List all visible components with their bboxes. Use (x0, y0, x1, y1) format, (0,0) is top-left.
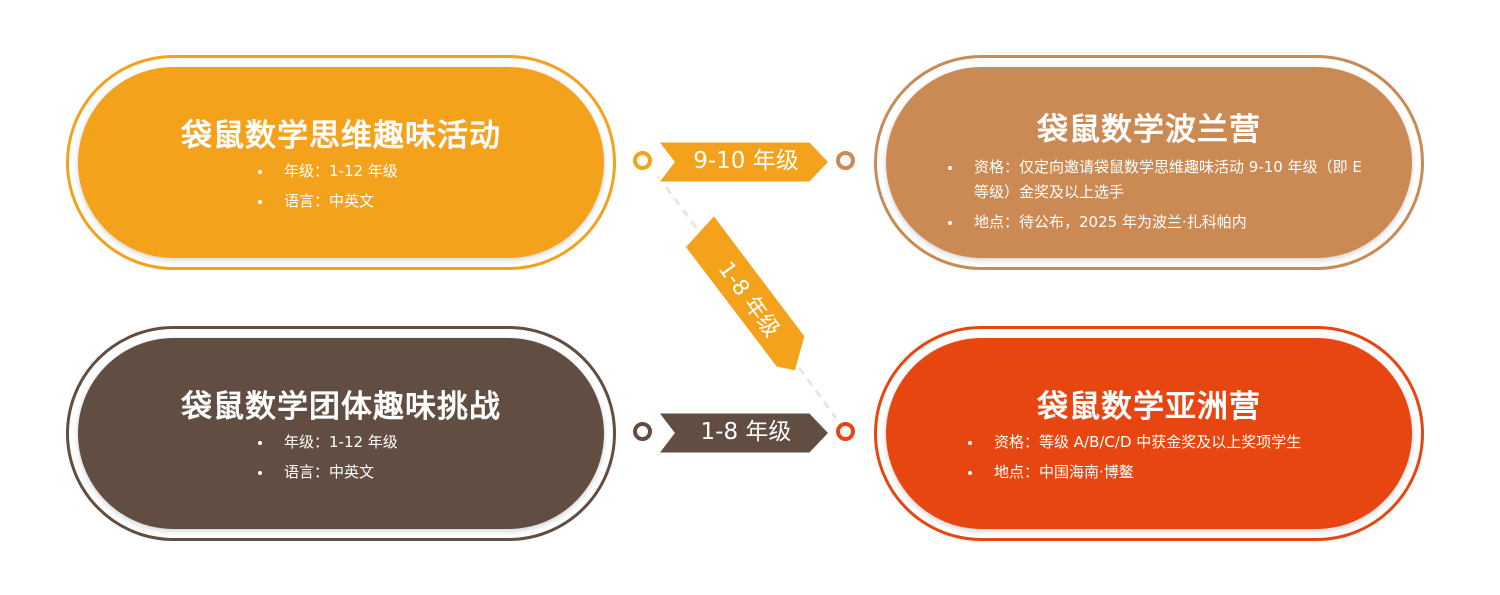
list-item: 地点：中国海南·博鳌 (966, 460, 1386, 485)
card-details: 资格：仅定向邀请袋鼠数学思维趣味活动 9-10 年级（即 E 等级）金奖及以上选… (946, 155, 1366, 240)
card-title: 袋鼠数学思维趣味活动 (181, 118, 501, 154)
list-item: 地点：待公布，2025 年为波兰·扎科帕内 (946, 210, 1366, 235)
top-right-connector-dot (836, 151, 855, 170)
top-arrow-shape (653, 139, 833, 185)
card-asia-camp: 袋鼠数学亚洲营 资格：等级 A/B/C/D 中获金奖及以上奖项学生 地点：中国海… (874, 326, 1424, 541)
card-title: 袋鼠数学团体趣味挑战 (181, 389, 501, 425)
list-item: 语言：中英文 (256, 189, 576, 214)
card-asia-camp-body: 袋鼠数学亚洲营 资格：等级 A/B/C/D 中获金奖及以上奖项学生 地点：中国海… (886, 338, 1412, 529)
diagonal-arrow-shape (682, 211, 808, 374)
card-fun-activity: 袋鼠数学思维趣味活动 年级：1-12 年级 语言：中英文 (66, 55, 616, 270)
card-poland-camp: 袋鼠数学波兰营 资格：仅定向邀请袋鼠数学思维趣味活动 9-10 年级（即 E 等… (874, 55, 1424, 270)
list-item: 资格：仅定向邀请袋鼠数学思维趣味活动 9-10 年级（即 E 等级）金奖及以上选… (946, 155, 1366, 205)
card-details: 资格：等级 A/B/C/D 中获金奖及以上奖项学生 地点：中国海南·博鳌 (966, 430, 1386, 490)
bottom-right-connector-dot (836, 422, 855, 441)
card-team-challenge: 袋鼠数学团体趣味挑战 年级：1-12 年级 语言：中英文 (66, 326, 616, 541)
card-details: 年级：1-12 年级 语言：中英文 (256, 430, 576, 490)
card-details: 年级：1-12 年级 语言：中英文 (256, 159, 576, 219)
card-poland-camp-body: 袋鼠数学波兰营 资格：仅定向邀请袋鼠数学思维趣味活动 9-10 年级（即 E 等… (886, 67, 1412, 258)
card-fun-activity-body: 袋鼠数学思维趣味活动 年级：1-12 年级 语言：中英文 (78, 67, 604, 258)
list-item: 资格：等级 A/B/C/D 中获金奖及以上奖项学生 (966, 430, 1386, 455)
card-title: 袋鼠数学波兰营 (1037, 112, 1261, 148)
bottom-connector-label: 1-8 年级 (700, 419, 792, 445)
card-title: 袋鼠数学亚洲营 (1037, 389, 1261, 425)
top-left-connector-dot (633, 151, 652, 170)
bottom-arrow-shape (653, 410, 833, 456)
bottom-left-connector-dot (633, 422, 652, 441)
list-item: 语言：中英文 (256, 460, 576, 485)
card-team-challenge-body: 袋鼠数学团体趣味挑战 年级：1-12 年级 语言：中英文 (78, 338, 604, 529)
top-connector-label: 9-10 年级 (693, 148, 799, 174)
list-item: 年级：1-12 年级 (256, 159, 576, 184)
list-item: 年级：1-12 年级 (256, 430, 576, 455)
